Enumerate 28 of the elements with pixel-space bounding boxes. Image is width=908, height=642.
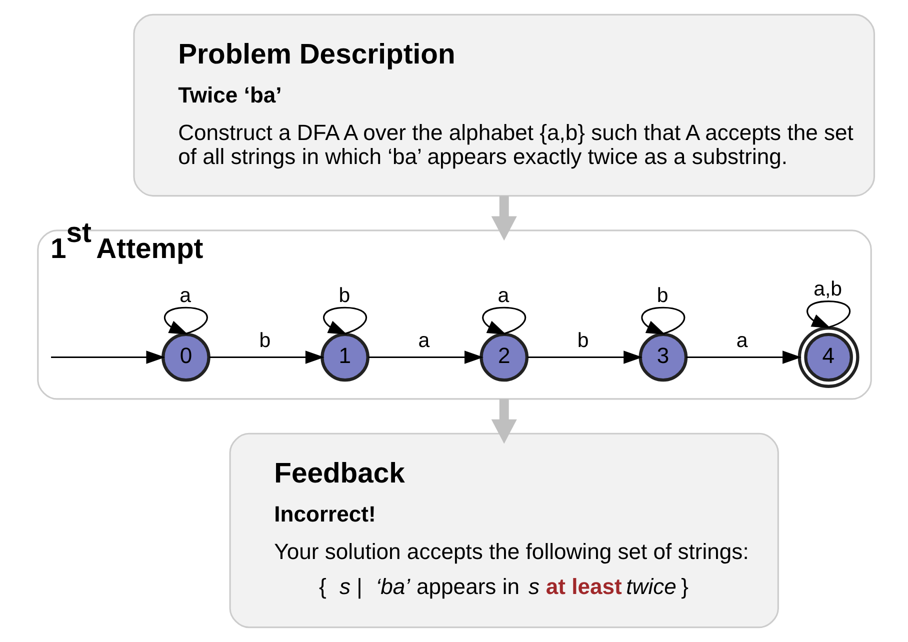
node-circle: 2 <box>479 332 528 382</box>
arrow <box>163 306 208 335</box>
edge-label: b <box>258 328 270 352</box>
node-circle: 1 <box>320 332 369 382</box>
arrow <box>322 306 366 335</box>
node-circle: 3 <box>638 332 688 382</box>
edge-label: a,b <box>813 278 842 301</box>
arrow <box>527 350 642 364</box>
node-circle: 4 <box>797 326 859 388</box>
arrow <box>482 306 526 335</box>
edge-label: a <box>418 328 430 352</box>
edge-label: a <box>736 328 748 352</box>
edge-label: a <box>497 284 509 307</box>
arrow <box>208 350 324 364</box>
edge-label: b <box>656 284 668 307</box>
arrow <box>490 196 516 241</box>
node-box: Problem Description Twice ‘ba’ Construct a DFA A over the alphabet {a,b} such that A accepts the set of all strings in which ‘ba’ appears exactly twice as a substring. <box>132 14 875 197</box>
arrow <box>686 350 801 364</box>
edge-label: b <box>338 284 350 307</box>
arrow <box>806 300 850 328</box>
node-circle: 0 <box>161 332 210 382</box>
arrow <box>368 350 483 364</box>
edge-label: b <box>576 328 588 352</box>
arrow <box>640 306 685 335</box>
arrow <box>50 350 165 364</box>
node-box: Feedback Incorrect! Your solution accepts the following set of strings: { s | ‘ba’ appears in s at least twice } <box>228 432 778 628</box>
edge-label: a <box>179 284 191 307</box>
arrow <box>490 398 516 444</box>
